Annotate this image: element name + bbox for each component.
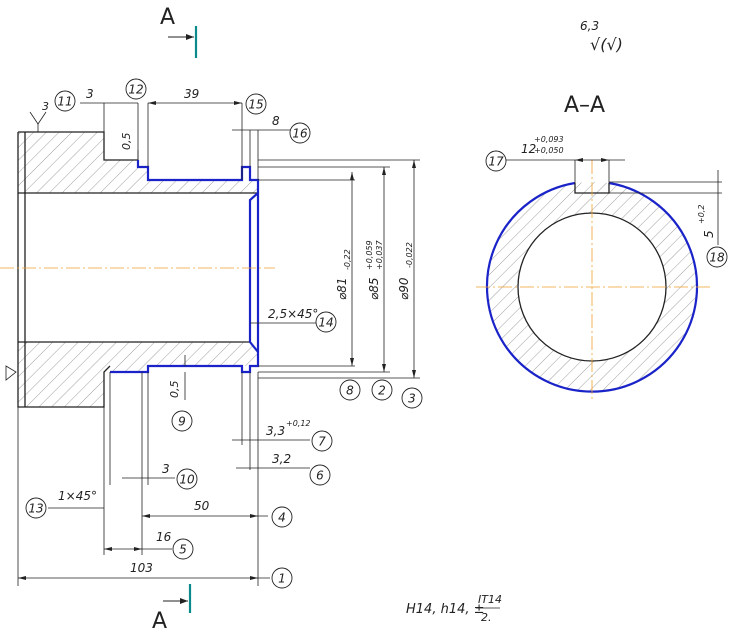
callout-circle <box>245 93 267 115</box>
callout-circle <box>706 246 728 268</box>
note-denominator: 2. <box>481 611 492 624</box>
dim-key-tol-upper: +0,093 <box>534 135 564 144</box>
callout-circle <box>315 311 337 333</box>
callout-circle <box>271 567 293 589</box>
callout-circle <box>172 538 194 560</box>
dimension-texts: 3 39 8 3 0,5 0,5 2,5×45° ⌀81 -0,22 ⌀85 +… <box>42 87 414 575</box>
dim-dia81: ⌀81 <box>335 278 349 301</box>
dim-05-bottom: 0,5 <box>168 381 181 399</box>
callout-8: 8 <box>339 379 361 401</box>
section-a-a-view: A–A 12 +0,093 +0,050 5 +0,2 <box>476 93 722 400</box>
dim-103: 103 <box>130 561 153 575</box>
dim-3-surface: 3 <box>42 100 49 113</box>
dim-key-tol-lower: +0,050 <box>534 146 564 155</box>
dim-05-top: 0,5 <box>120 133 133 151</box>
callout-number: 5 <box>179 543 187 557</box>
dimension-lines <box>17 101 420 586</box>
callout-number: 16 <box>292 127 308 141</box>
callout-number: 13 <box>28 502 43 516</box>
callout-circle <box>289 122 311 144</box>
dim-key-width: 12 <box>521 142 536 156</box>
callout-2: 2 <box>371 379 393 401</box>
callout-number: 6 <box>316 469 324 483</box>
section-letter-bottom: A <box>152 609 167 634</box>
section-mark-top: A <box>160 5 198 58</box>
callout-13: 13 <box>25 497 47 519</box>
section-mark-bottom: A <box>152 584 192 634</box>
note-prefix: H14, h14, ± <box>406 602 485 617</box>
dim-key-depth-tol: +0,2 <box>697 205 706 224</box>
roughness-symbol: 6,3 √(√) <box>580 19 623 54</box>
dim-8: 8 <box>272 114 280 128</box>
callout-12: 12 <box>125 78 147 100</box>
callout-16: 16 <box>289 122 311 144</box>
callout-circle <box>485 150 507 172</box>
dim-16: 16 <box>156 530 172 544</box>
dim-dia90: ⌀90 <box>397 277 411 300</box>
dim-chamfer-outer: 1×45° <box>58 489 97 503</box>
callout-number: 11 <box>57 95 72 109</box>
callout-14: 14 <box>315 311 337 333</box>
callout-3: 3 <box>401 387 423 409</box>
callout-1: 1 <box>271 567 293 589</box>
tolerance-note: H14, h14, ± IT14 2. <box>406 593 502 624</box>
callout-number: 8 <box>346 384 354 398</box>
callout-number: 4 <box>278 511 286 525</box>
dim-3-top: 3 <box>86 87 94 101</box>
dim-33: 3,3 <box>266 424 285 438</box>
callout-number: 18 <box>709 251 725 265</box>
callout-number: 10 <box>179 473 195 487</box>
part-section-view <box>0 111 275 408</box>
dim-dia85-tol-upper: +0,059 <box>365 240 374 270</box>
callout-number: 1 <box>278 572 286 586</box>
dim-3-groove: 3 <box>162 462 170 476</box>
callout-5: 5 <box>172 538 194 560</box>
section-letter-top: A <box>160 5 175 30</box>
callout-number: 17 <box>488 155 504 169</box>
callout-number: 2 <box>378 384 386 398</box>
dim-key-depth: 5 <box>702 230 716 238</box>
dim-dia85-tol-lower: +0,037 <box>375 239 384 270</box>
callout-number: 14 <box>318 316 333 330</box>
callout-11: 11 <box>54 90 76 112</box>
callout-15: 15 <box>245 93 267 115</box>
callout-circle <box>311 430 333 452</box>
callout-4: 4 <box>271 506 293 528</box>
section-title: A–A <box>564 93 605 118</box>
callout-circle <box>309 464 331 486</box>
roughness-mark: √(√) <box>590 35 623 54</box>
dim-dia81-tol: -0,22 <box>343 249 352 270</box>
dim-39: 39 <box>184 87 199 101</box>
callout-number: 12 <box>128 83 143 97</box>
callout-circle <box>54 90 76 112</box>
callout-number: 3 <box>408 392 416 406</box>
callout-17: 17 <box>485 150 507 172</box>
roughness-value: 6,3 <box>580 19 599 33</box>
callout-6: 6 <box>309 464 331 486</box>
dim-dia85: ⌀85 <box>367 278 381 301</box>
callout-18: 18 <box>706 246 728 268</box>
callout-7: 7 <box>311 430 333 452</box>
callout-number: 7 <box>318 435 326 449</box>
callout-9: 9 <box>171 410 193 432</box>
dim-32: 3,2 <box>272 452 291 466</box>
callout-circle <box>25 497 47 519</box>
dim-chamfer-inner: 2,5×45° <box>268 307 318 321</box>
callout-number: 15 <box>248 98 263 112</box>
callout-circle <box>176 468 198 490</box>
note-numerator: IT14 <box>478 593 502 606</box>
dim-dia90-tol: -0,022 <box>405 242 414 268</box>
callout-circle <box>401 387 423 409</box>
callout-10: 10 <box>176 468 198 490</box>
dim-33-tol: +0,12 <box>286 419 311 428</box>
callout-number: 9 <box>178 415 186 429</box>
callout-circle <box>371 379 393 401</box>
callout-circle <box>171 410 193 432</box>
callout-circle <box>271 506 293 528</box>
callout-circle <box>339 379 361 401</box>
dim-50: 50 <box>194 499 210 513</box>
callout-circle <box>125 78 147 100</box>
